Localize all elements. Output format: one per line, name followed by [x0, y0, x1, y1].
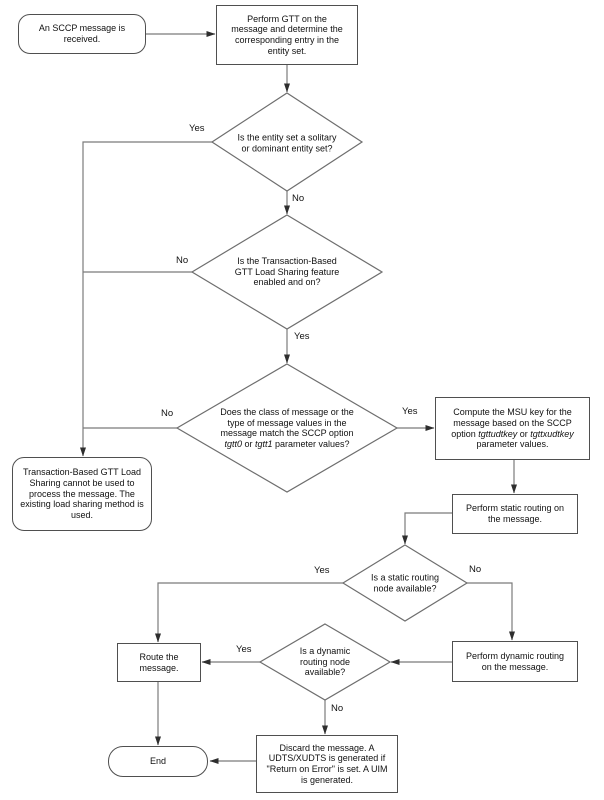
decision-static-node-shape [341, 544, 469, 622]
node-tbgtt-cannot-be-used: Transaction-Based GTT Load Sharing canno… [12, 457, 152, 531]
msg-match-text: Does the class of message or the type of… [220, 406, 354, 438]
node-tbgtt-cannot-be-used-label: Transaction-Based GTT Load Sharing canno… [20, 467, 144, 520]
msg-match-text: parameter values? [272, 438, 350, 449]
node-perform-gtt: Perform GTT on the message and determine… [216, 5, 358, 65]
edge-label-entity-set-no: No [292, 193, 305, 204]
decision-msg-match-label: Does the class of message or the type of… [214, 407, 360, 449]
msg-match-param2: tgtt1 [254, 438, 273, 449]
edge-static-no-to-dynamic-routing [467, 582, 515, 641]
node-route-message: Route the message. [117, 643, 201, 682]
edge-label-entity-set-yes: Yes [189, 123, 205, 134]
decision-tbgtt-feature-label: Is the Transaction-Based GTT Load Sharin… [234, 256, 340, 288]
decision-tbgtt-feature-shape [190, 214, 384, 330]
node-discard-message-label: Discard the message. A UDTS/XUDTS is gen… [266, 742, 388, 785]
decision-msg-match-shape [175, 363, 399, 493]
node-perform-gtt-label: Perform GTT on the message and determine… [231, 13, 343, 56]
node-end-label: End [149, 756, 166, 767]
node-discard-message: Discard the message. A UDTS/XUDTS is gen… [256, 735, 398, 793]
decision-dynamic-node-label: Is a dynamic routing node available? [299, 646, 351, 678]
edge-label-dynamic-no: No [331, 703, 344, 714]
decision-static-node-label: Is a static routing node available? [370, 572, 440, 593]
msg-match-text: or [241, 438, 255, 449]
node-perform-static-routing-label: Perform static routing on the message. [465, 503, 565, 524]
node-start-label: An SCCP message is received. [38, 23, 126, 44]
node-compute-msu-key-label: Compute the MSU key for the message base… [447, 407, 579, 449]
compute-msu-text: or [517, 428, 531, 439]
edge-entity-set-yes-to-cannot-use [80, 141, 212, 457]
edge-label-tbgtt-yes: Yes [294, 331, 310, 342]
node-start: An SCCP message is received. [18, 14, 146, 54]
node-end: End [108, 746, 208, 777]
edge-label-static-no: No [469, 564, 482, 575]
edge-static-yes-to-route [155, 582, 343, 643]
msg-match-param1: tgtt0 [224, 438, 242, 449]
node-route-message-label: Route the message. [139, 651, 179, 673]
decision-entity-set-shape [210, 92, 364, 192]
edge-label-dynamic-yes: Yes [236, 644, 252, 655]
node-perform-dynamic-routing: Perform dynamic routing on the message. [452, 641, 578, 682]
compute-msu-text: Compute the MSU key for the message base… [451, 407, 572, 439]
decision-dynamic-node-shape [258, 623, 392, 701]
compute-msu-text: parameter values. [476, 439, 549, 450]
edge-label-match-no: No [161, 408, 174, 419]
node-compute-msu-key: Compute the MSU key for the message base… [435, 397, 590, 460]
compute-msu-param2: tgttxudtkey [530, 428, 574, 439]
edge-static-routing-to-static-decision [402, 512, 452, 545]
decision-entity-set-label: Is the entity set a solitary or dominant… [237, 132, 337, 153]
edge-label-static-yes: Yes [314, 565, 330, 576]
node-perform-dynamic-routing-label: Perform dynamic routing on the message. [465, 650, 565, 672]
edge-label-match-yes: Yes [402, 406, 418, 417]
compute-msu-param1: tgttudtkey [478, 428, 518, 439]
node-perform-static-routing: Perform static routing on the message. [452, 494, 578, 534]
edge-label-tbgtt-no: No [176, 255, 189, 266]
